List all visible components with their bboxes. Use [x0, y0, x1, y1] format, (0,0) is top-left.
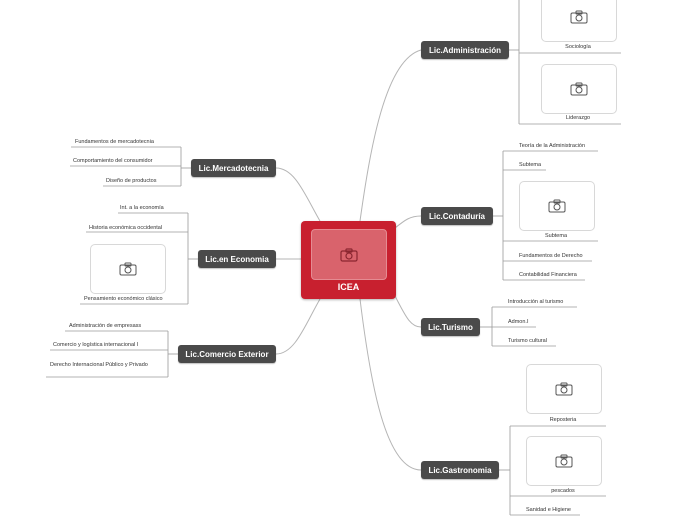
leaf-diseno-productos[interactable]: Diseño de productos — [106, 178, 157, 184]
image-placeholder-subtema[interactable] — [519, 181, 595, 231]
camera-icon — [570, 82, 588, 96]
leaf-sanidad-higiene[interactable]: Sanidad e Higiene — [526, 507, 571, 513]
branch-mercadotecnia[interactable]: Lic.Mercadotecnia — [191, 159, 276, 177]
leaf-sociologia[interactable]: Sociología — [565, 44, 591, 50]
branch-administracion[interactable]: Lic.Administración — [421, 41, 509, 59]
image-placeholder-liderazgo[interactable] — [541, 64, 617, 114]
central-topic-icea[interactable]: ICEA — [301, 221, 396, 299]
camera-icon — [119, 262, 137, 276]
image-placeholder-sociologia[interactable] — [541, 0, 617, 42]
leaf-turismo-cultural[interactable]: Turismo cultural — [508, 338, 547, 344]
leaf-comportamiento-consumidor[interactable]: Comportamiento del consumidor — [73, 158, 153, 164]
leaf-reposteria[interactable]: Reposteria — [549, 417, 577, 423]
branch-turismo[interactable]: Lic.Turismo — [421, 318, 480, 336]
leaf-subtema-image[interactable]: Subtema — [544, 233, 567, 239]
leaf-historia-economica[interactable]: Historia económica occidental — [89, 225, 163, 231]
leaf-introduccion-turismo[interactable]: Introducción al turismo — [508, 299, 564, 305]
central-topic-label: ICEA — [337, 282, 360, 292]
camera-icon — [555, 382, 573, 396]
camera-icon — [570, 10, 588, 24]
branch-gastronomia[interactable]: Lic.Gastronomia — [421, 461, 499, 479]
image-placeholder-pescados[interactable] — [526, 436, 602, 486]
leaf-teoria-administracion[interactable]: Teoría de la Administración — [519, 143, 586, 149]
leaf-fundamentos-derecho[interactable]: Fundamentos de Derecho — [519, 253, 583, 259]
leaf-fundamentos-mercadotecnia[interactable]: Fundamentos de mercadotecnia — [75, 139, 154, 145]
leaf-pescados[interactable]: pescados — [551, 488, 575, 494]
leaf-derecho-internacional[interactable]: Derecho Internacional Público y Privado — [50, 362, 148, 368]
image-placeholder-reposteria[interactable] — [526, 364, 602, 414]
leaf-liderazgo[interactable]: Liderazgo — [565, 115, 591, 121]
branch-contaduria[interactable]: Lic.Contaduría — [421, 207, 493, 225]
leaf-comercio-logistica[interactable]: Comercio y logística internacional I — [53, 342, 139, 348]
camera-icon — [555, 454, 573, 468]
leaf-subtema[interactable]: Subtema — [519, 162, 542, 168]
camera-icon — [548, 199, 566, 213]
branch-comercio-exterior[interactable]: Lic.Comercio Exterior — [178, 345, 276, 363]
leaf-administracion-empresas[interactable]: Administración de empresass — [69, 323, 142, 329]
leaf-pensamiento-economico[interactable]: Pensamiento económico clásico — [84, 296, 163, 302]
leaf-admon-i[interactable]: Admon.I — [508, 319, 529, 325]
branch-economia[interactable]: Lic.en Economia — [198, 250, 276, 268]
image-placeholder-pensamiento[interactable] — [90, 244, 166, 294]
leaf-contabilidad-financiera[interactable]: Contabilidad Financiera — [519, 272, 577, 278]
camera-icon — [340, 247, 358, 262]
central-image — [311, 229, 387, 280]
leaf-int-economia[interactable]: Int. a la economía — [120, 205, 164, 211]
